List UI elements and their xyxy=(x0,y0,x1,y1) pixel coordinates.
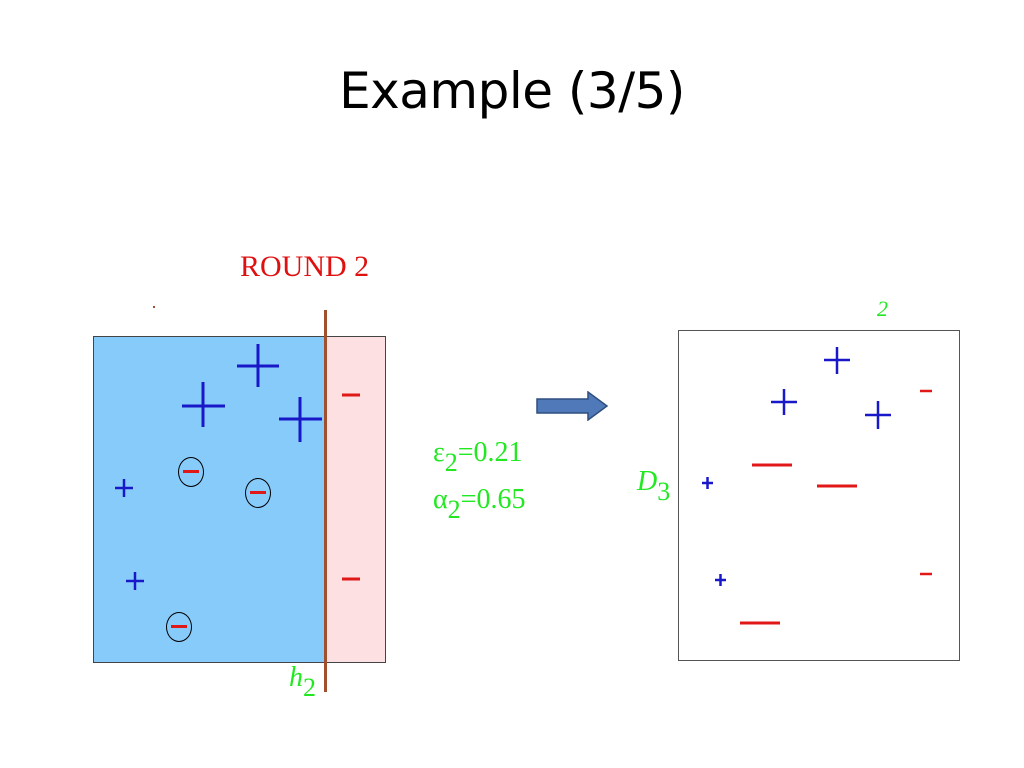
distribution-symbol: D xyxy=(637,466,658,497)
plus-marker-small xyxy=(126,572,144,590)
positive-region xyxy=(94,337,327,662)
alpha-label: α2=0.65 xyxy=(433,484,525,525)
round2-training-panel xyxy=(93,336,386,663)
stray-dot xyxy=(153,306,155,308)
epsilon-label: ε2=0.21 xyxy=(433,437,523,478)
circled-minus-marker xyxy=(245,478,271,508)
alpha-symbol: α xyxy=(433,484,448,515)
epsilon-symbol: ε xyxy=(433,437,445,468)
plus-marker-small xyxy=(115,479,133,497)
right-arrow-icon xyxy=(536,391,609,421)
alpha-value: =0.65 xyxy=(460,484,526,515)
plus-marker-medium xyxy=(865,401,891,429)
plus-marker-large xyxy=(279,397,322,442)
hypothesis-subscript: 2 xyxy=(303,673,316,702)
plus-marker-medium xyxy=(771,389,797,415)
plus-marker-large xyxy=(182,382,225,427)
distribution-label: D3 xyxy=(637,466,670,507)
epsilon-subscript: 2 xyxy=(444,448,458,477)
slide-title: Example (3/5) xyxy=(339,62,685,120)
hypothesis-label: h2 xyxy=(289,662,316,703)
distribution-subscript: 3 xyxy=(657,477,671,506)
cropped-label: 2 xyxy=(877,296,888,316)
plus-marker-small xyxy=(715,574,726,586)
epsilon-value: =0.21 xyxy=(457,437,523,468)
round-label: ROUND 2 xyxy=(240,250,370,283)
circled-minus-marker xyxy=(166,612,192,642)
hypothesis-symbol: h xyxy=(289,662,303,693)
negative-region xyxy=(327,337,385,662)
plus-marker-small xyxy=(702,477,713,489)
alpha-subscript: 2 xyxy=(447,495,461,524)
circled-minus-marker xyxy=(178,457,204,487)
plus-marker-medium xyxy=(824,347,850,374)
distribution-d3-panel xyxy=(678,330,960,661)
decision-boundary-h2 xyxy=(324,310,327,692)
plus-marker-large xyxy=(237,344,279,387)
